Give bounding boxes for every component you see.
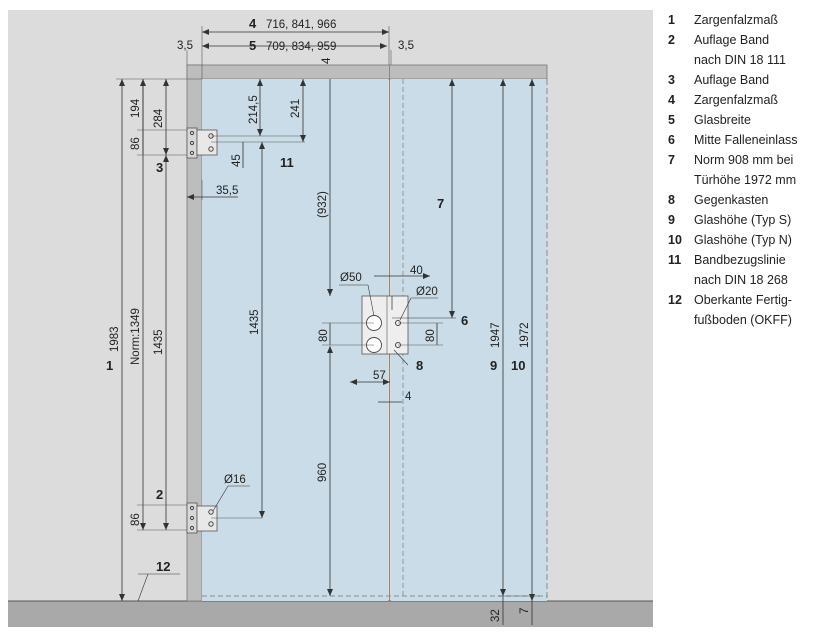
dim-gap-top: 4 (321, 57, 333, 64)
dim-7-bottom: 7 (519, 608, 531, 614)
leader-20 (399, 297, 412, 321)
legend-text: Glasbreite (694, 113, 751, 127)
legend-item: 8 Gegenkasten (668, 190, 818, 210)
dim-241: 241 (290, 99, 302, 118)
callout-6: 6 (461, 313, 468, 328)
legend-number: 2 (668, 33, 675, 47)
legend-text: Norm 908 mm bei (694, 153, 794, 167)
callout-2: 2 (156, 487, 163, 502)
dim-4-values: 716, 841, 966 (266, 19, 336, 31)
dim-offset-left: 3,5 (177, 40, 193, 52)
legend-text: Auflage Band (694, 73, 770, 87)
legend-item: 5 Glasbreite (668, 110, 818, 130)
callout-7: 7 (437, 196, 444, 211)
legend-number: 6 (668, 133, 675, 147)
dim-194: 194 (130, 98, 142, 118)
leader-12b (137, 573, 149, 602)
dim-45: 45 (231, 154, 243, 167)
legend-text: Türhöhe 1972 mm (694, 173, 797, 187)
legend-item: 3 Auflage Band (668, 70, 818, 90)
legend-number: 12 (668, 293, 682, 307)
hinge-bottom (186, 502, 218, 534)
dim-80-left: 80 (318, 329, 330, 342)
dim-16: Ø16 (224, 474, 246, 486)
legend-text: Glashöhe (Typ S) (694, 213, 792, 227)
legend-number: 9 (668, 213, 675, 227)
callout-3: 3 (156, 160, 163, 175)
dim-1983: 1983 (109, 326, 121, 352)
legend-item: 12 Oberkante Fertig-fußboden (OKFF) (668, 290, 818, 330)
legend-text: Zargenfalzmaß (694, 93, 779, 107)
legend-number: 8 (668, 193, 675, 207)
dim-57: 57 (373, 370, 386, 382)
frame-head (186, 64, 548, 80)
dim-80-right: 80 (425, 329, 437, 342)
legend-item: 9 Glashöhe (Typ S) (668, 210, 818, 230)
legend-number: 7 (668, 153, 675, 167)
dim-32: 32 (490, 609, 502, 622)
legend-text: fußboden (OKFF) (694, 313, 792, 327)
dim-214-5: 214,5 (248, 95, 260, 124)
legend-item: 6 Mitte Falleneinlass (668, 130, 818, 150)
legend-text: nach DIN 18 268 (694, 273, 788, 287)
legend-number: 11 (668, 253, 682, 267)
callout-1: 1 (106, 358, 113, 373)
legend-item: 11 Bandbezugslinie nach DIN 18 268 (668, 250, 818, 290)
legend-number: 10 (668, 233, 682, 247)
glass-panel-left (202, 79, 388, 601)
dim-932: (932) (317, 191, 329, 218)
dim-35-5: 35,5 (216, 185, 238, 197)
dim-284: 284 (153, 108, 165, 128)
leader-16 (212, 485, 229, 512)
dim-4-lock: 4 (405, 391, 412, 403)
dim-5-values: 709, 834, 959 (266, 41, 336, 53)
dim-1972: 1972 (519, 322, 531, 348)
dim-86-bottom: 86 (130, 513, 142, 526)
dim-1435-inner: 1435 (249, 309, 261, 335)
hinge-top (186, 127, 218, 159)
dim-40: 40 (410, 265, 423, 277)
dim-5-label: 5 (249, 38, 256, 53)
legend-text: Glashöhe (Typ N) (694, 233, 792, 247)
dim-offset-right: 3,5 (398, 40, 414, 52)
leader-50b (367, 284, 375, 317)
dim-50: Ø50 (340, 272, 362, 284)
glass-panel-right (391, 79, 547, 601)
dim-1435-outer: 1435 (153, 329, 165, 355)
legend-text: Gegenkasten (694, 193, 769, 207)
floor (8, 601, 653, 627)
callout-10: 10 (511, 358, 525, 373)
legend-text: Auflage Band (694, 33, 770, 47)
legend-number: 5 (668, 113, 675, 127)
legend-number: 1 (668, 13, 675, 27)
dim-960: 960 (317, 463, 329, 482)
legend-text: Oberkante Fertig- (694, 293, 792, 307)
legend-text: Zargenfalzmaß (694, 13, 779, 27)
dim-1947: 1947 (490, 322, 502, 348)
dim-4-label: 4 (249, 16, 257, 31)
legend-number: 3 (668, 73, 675, 87)
callout-9: 9 (490, 358, 497, 373)
callout-11: 11 (280, 155, 294, 170)
callout-8: 8 (416, 358, 423, 373)
dim-20: Ø20 (416, 286, 438, 298)
lock-box (361, 295, 409, 355)
callout-12: 12 (156, 559, 170, 574)
legend-number: 4 (668, 93, 675, 107)
legend-text: Mitte Falleneinlass (694, 133, 798, 147)
legend-item: 10 Glashöhe (Typ N) (668, 230, 818, 250)
legend-text: nach DIN 18 111 (694, 53, 786, 67)
legend-item: 4 Zargenfalzmaß (668, 90, 818, 110)
legend-item: 2 Auflage Band nach DIN 18 111 (668, 30, 818, 70)
legend-text: Bandbezugslinie (694, 253, 786, 267)
leader-8 (393, 349, 409, 366)
legend-item: 1 Zargenfalzmaß (668, 10, 818, 30)
dim-norm: Norm:1349 (130, 308, 142, 365)
dim-86-top: 86 (130, 137, 142, 150)
